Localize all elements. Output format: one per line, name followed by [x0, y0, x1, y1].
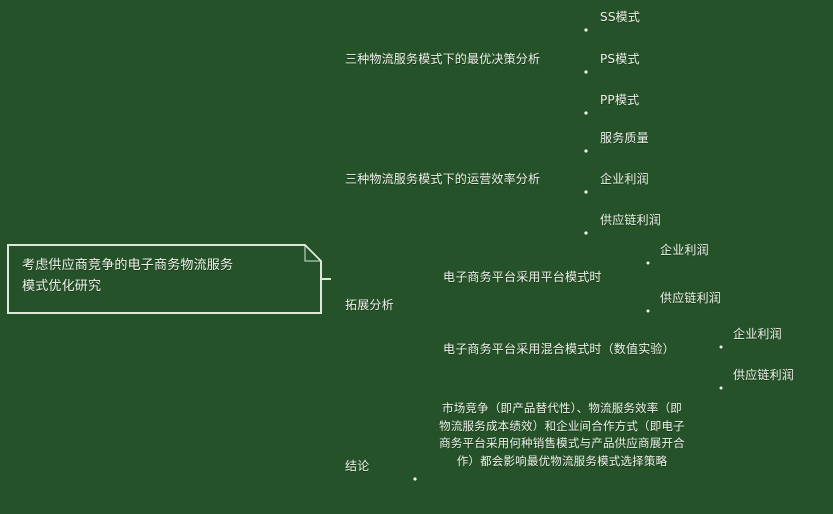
conclusion-body-text: 市场竞争（即产品替代性）、物流服务效率（即 物流服务成本绩效）和企业间合作方式（…: [439, 401, 685, 468]
leaf-label-firm-profit-3[interactable]: 企业利润: [733, 327, 782, 341]
branch-4-connectors: [331, 477, 712, 481]
leaf-label-service-quality[interactable]: 服务质量: [600, 131, 649, 145]
branch-1-connectors: [331, 28, 684, 115]
subbranch-label-hybrid-mode[interactable]: 电子商务平台采用混合模式时（数值实验）: [443, 342, 675, 356]
leaf-label-supply-chain-profit-2[interactable]: 供应链利润: [660, 291, 722, 305]
leaf-label-firm-profit-2[interactable]: 企业利润: [660, 243, 709, 257]
branch-label-operational-efficiency[interactable]: 三种物流服务模式下的运营效率分析: [345, 172, 541, 186]
leaf-label-supply-chain-profit-3[interactable]: 供应链利润: [733, 368, 795, 382]
branch-label-extended-analysis[interactable]: 拓展分析: [345, 298, 394, 312]
subbranch-label-platform-mode[interactable]: 电子商务平台采用平台模式时: [443, 270, 602, 284]
root-node-box[interactable]: [7, 244, 322, 314]
branch-label-optimal-decision[interactable]: 三种物流服务模式下的最优决策分析: [345, 52, 541, 66]
leaf-label-ss-mode[interactable]: SS模式: [600, 10, 641, 24]
leaf-label-firm-profit-1[interactable]: 企业利润: [600, 172, 649, 186]
root-node-label: 考虑供应商竞争的电子商务物流服务 模式优化研究: [22, 258, 234, 294]
leaf-label-ps-mode[interactable]: PS模式: [600, 52, 640, 66]
leaf-label-pp-mode[interactable]: PP模式: [600, 93, 640, 107]
branch-2-connectors: [331, 149, 694, 235]
branch-label-conclusion[interactable]: 结论: [345, 459, 370, 473]
branch-3-connectors: [331, 261, 818, 390]
leaf-label-supply-chain-profit-1[interactable]: 供应链利润: [600, 213, 662, 227]
